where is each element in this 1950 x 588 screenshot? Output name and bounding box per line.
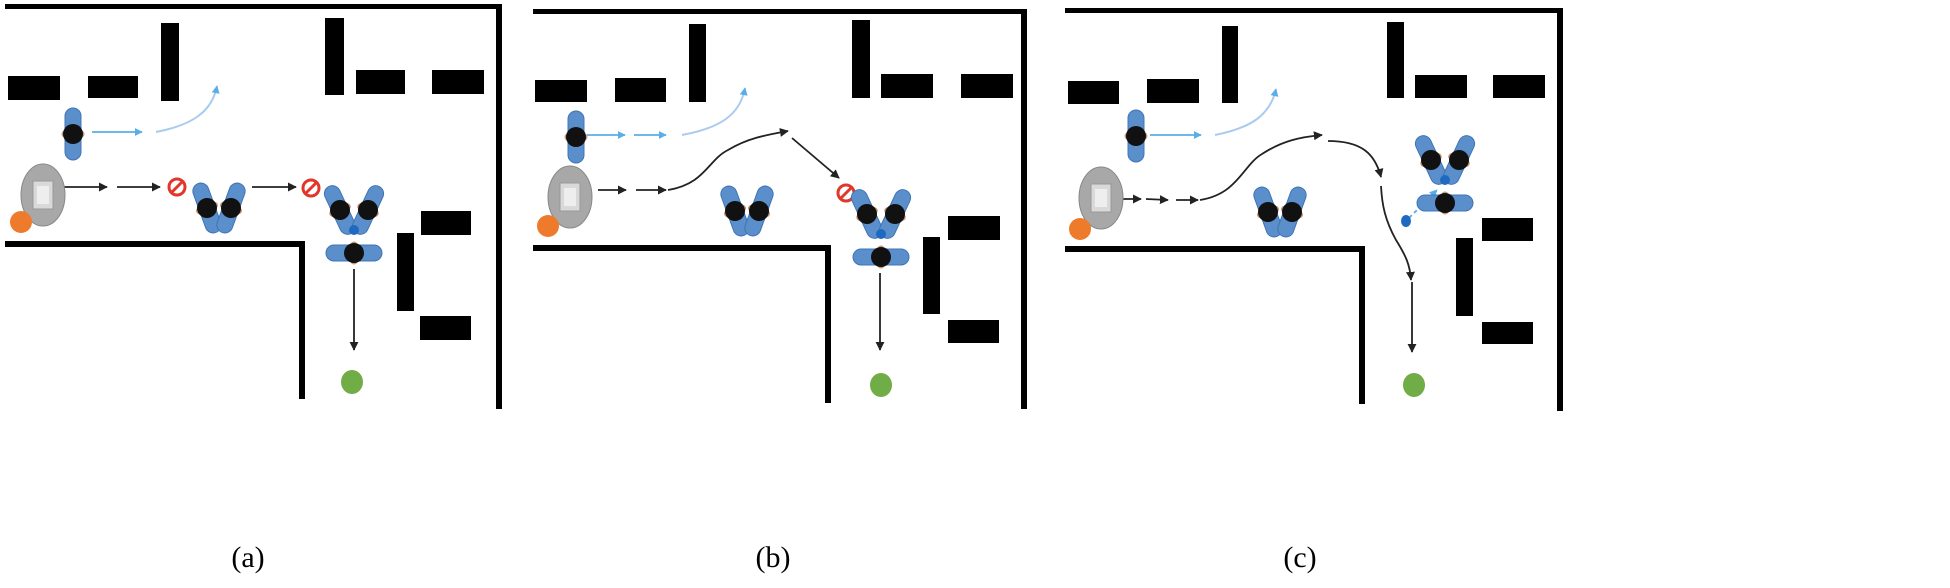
- blocked-icon: [167, 177, 187, 197]
- caption-c: (c): [1283, 541, 1317, 574]
- panel-a: [5, 4, 502, 409]
- walking-person: [564, 110, 588, 164]
- caption-b: (b): [755, 541, 791, 574]
- robot-trajectory: [1123, 131, 1417, 353]
- person-path: [587, 87, 748, 139]
- person-group: [1410, 132, 1481, 215]
- goal-marker: [870, 373, 892, 397]
- person-marker: [1401, 215, 1411, 227]
- walking-person: [61, 107, 85, 161]
- start-marker: [537, 215, 559, 237]
- person-pair: [187, 180, 250, 237]
- person-pair: [715, 183, 778, 240]
- start-marker: [1069, 218, 1091, 240]
- person-pair: [1248, 184, 1311, 241]
- caption-a: (a): [231, 541, 265, 574]
- person-group: [846, 186, 917, 269]
- panel-b: [533, 9, 1027, 409]
- walking-person: [1124, 109, 1148, 163]
- panel-c: [1065, 8, 1563, 411]
- goal-marker: [1403, 373, 1425, 397]
- robot-trajectory: [62, 182, 359, 351]
- blocked-icon: [301, 178, 321, 198]
- walls: [5, 4, 502, 409]
- robot-trajectory: [598, 128, 885, 351]
- walls: [1065, 8, 1563, 411]
- person-path: [1150, 88, 1279, 139]
- walls: [533, 9, 1027, 409]
- goal-marker: [341, 370, 363, 394]
- start-marker: [10, 211, 32, 233]
- person-path: [92, 85, 220, 136]
- person-group: [319, 182, 390, 265]
